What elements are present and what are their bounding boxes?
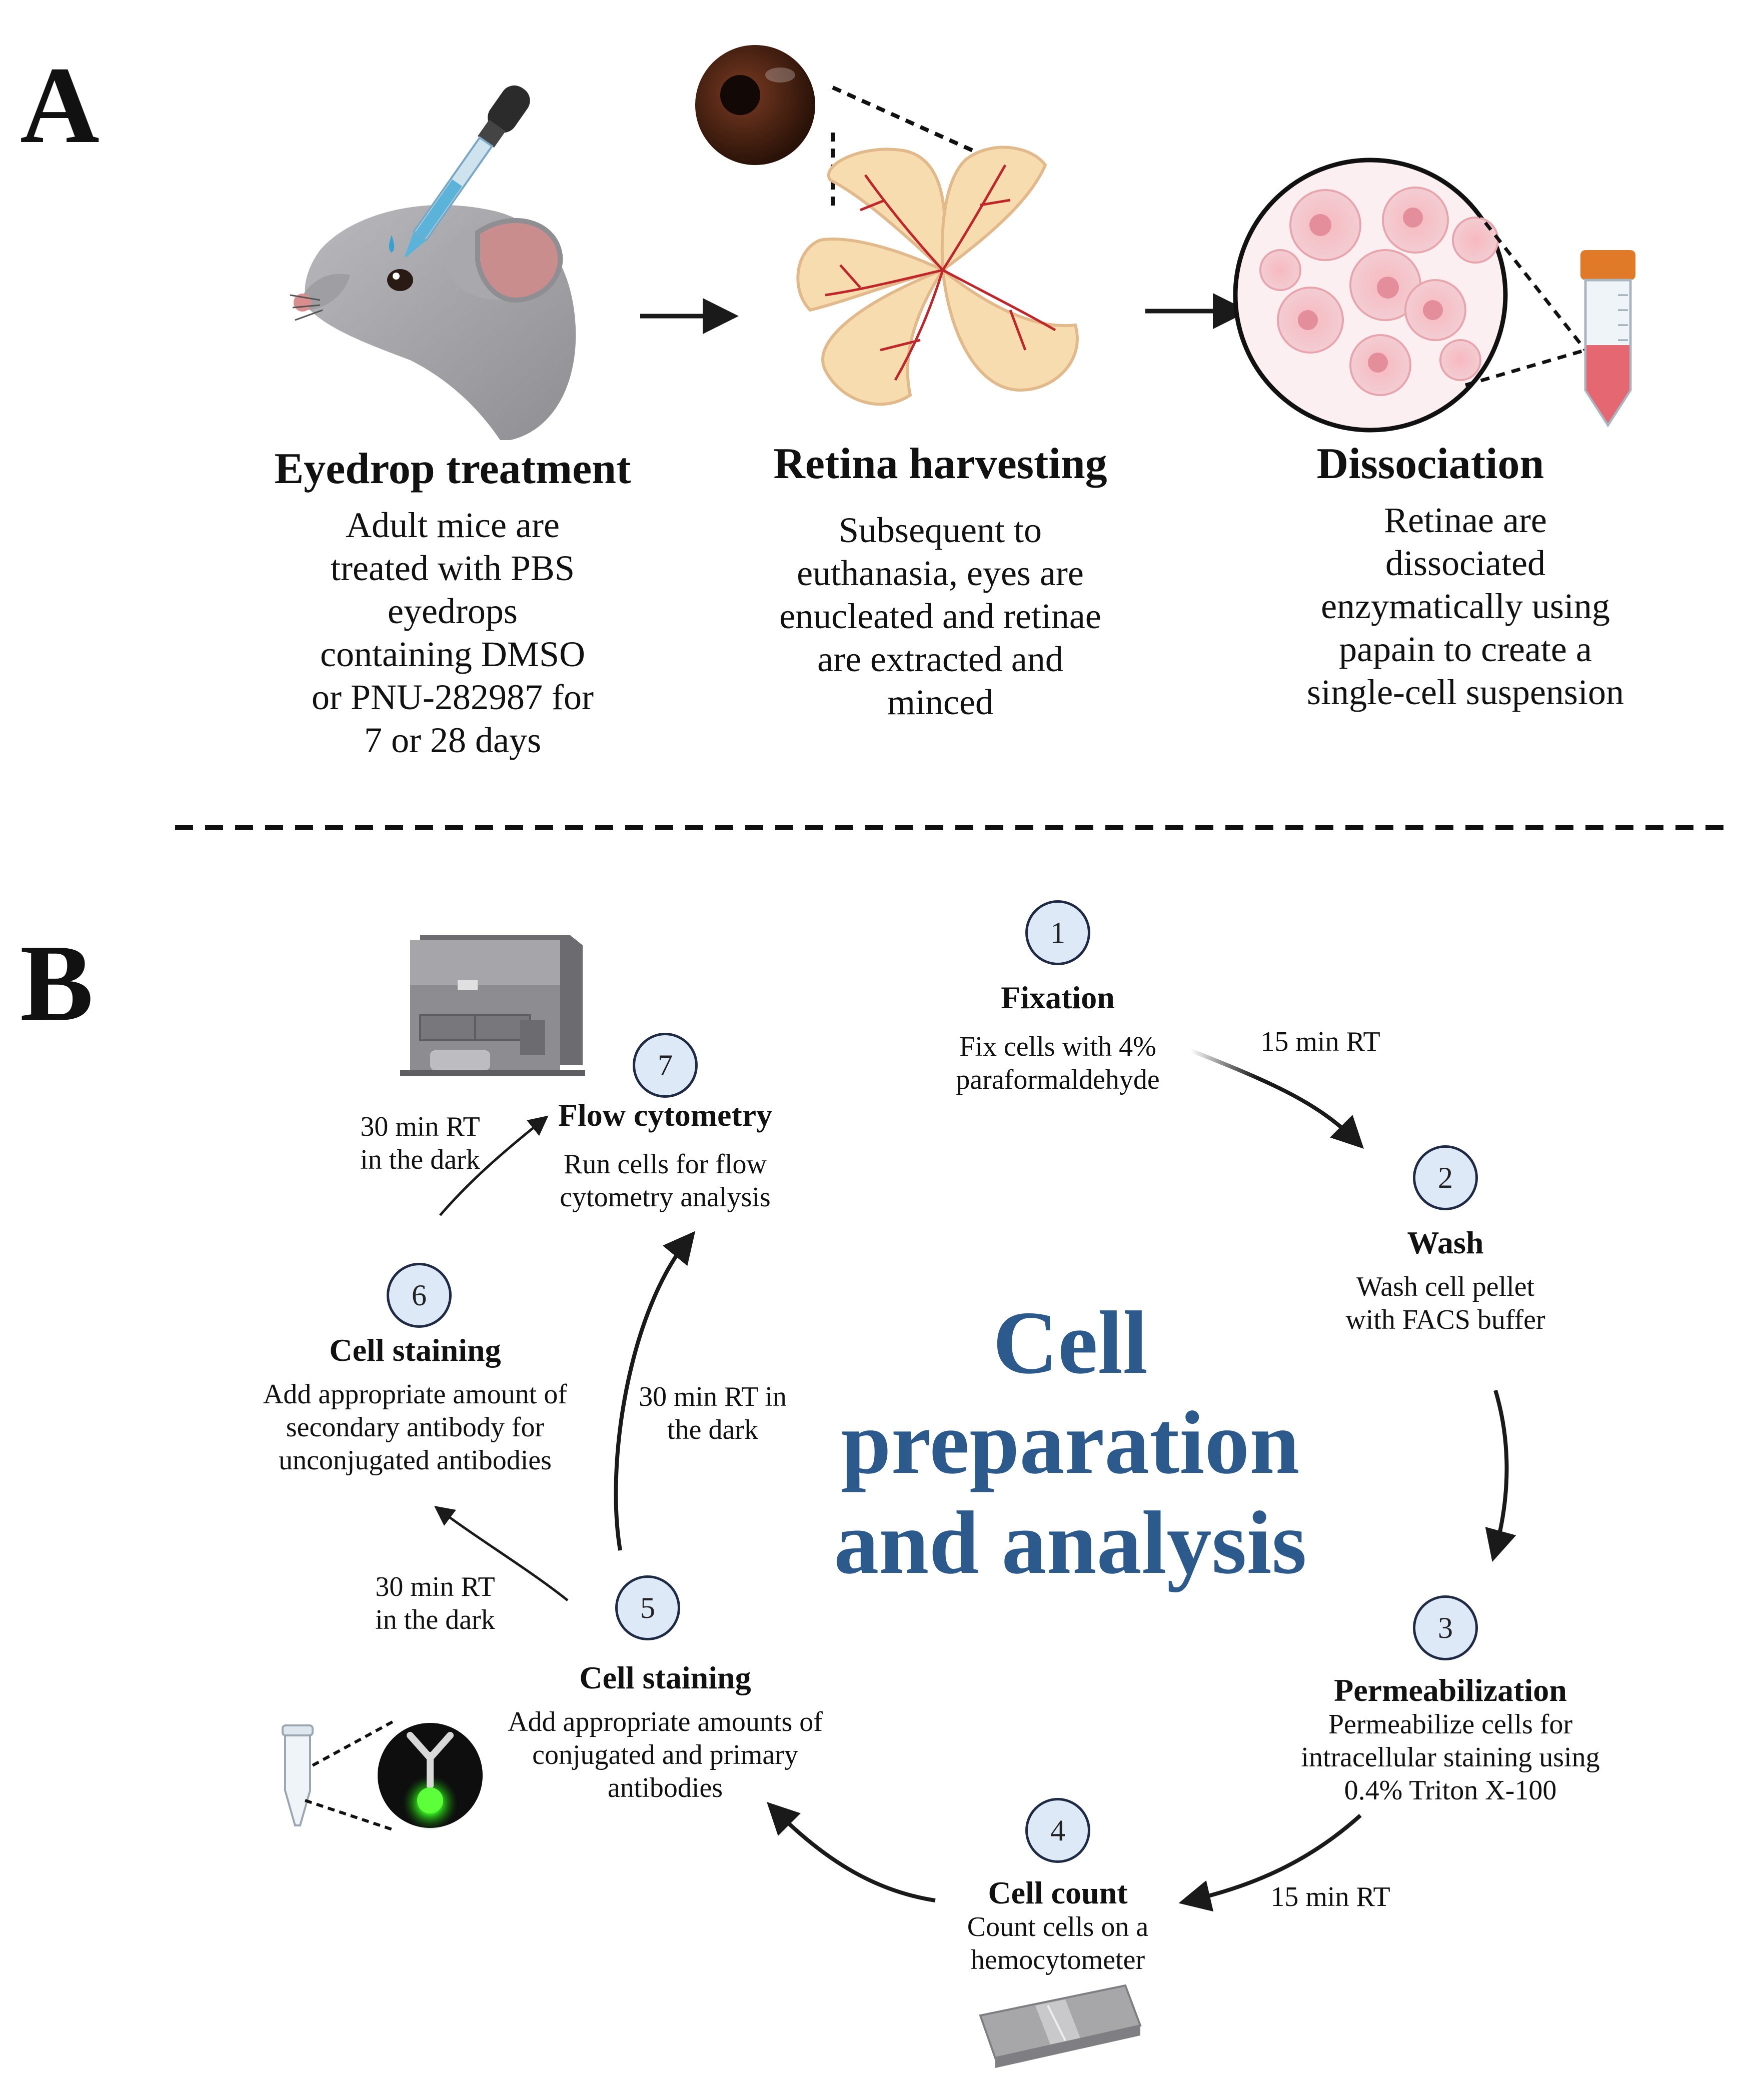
step-number-3: 3 — [1413, 1595, 1478, 1660]
cells-magnified-icon — [1233, 158, 1508, 433]
eppendorf-tube-icon — [282, 1724, 314, 1826]
condition-label-3: 15 min RT — [1270, 1881, 1390, 1912]
step-a-title: Eyedrop treatment — [274, 445, 631, 493]
condition-label-1: 15 min RT — [1260, 1026, 1380, 1057]
flow-cytometer-icon — [400, 935, 585, 1076]
step-b-title: Cell count — [988, 1875, 1128, 1910]
retina-icon — [796, 146, 1079, 406]
cycle-arrows — [434, 1048, 1516, 1912]
hemocytometer-icon — [979, 1984, 1142, 2068]
step-b-description: Fix cells with 4%paraformaldehyde — [956, 1031, 1160, 1096]
panel-label-a: A — [20, 44, 100, 166]
step-b-title: Wash — [1407, 1225, 1484, 1260]
eyeball-icon — [695, 45, 815, 165]
cycle-center-title: Cell preparation and analysis — [834, 1293, 1307, 1592]
step-b-title: Permeabilization — [1334, 1672, 1567, 1708]
step-b-title: Fixation — [1001, 980, 1115, 1015]
antibody-icon — [378, 1723, 483, 1830]
step-b-title: Flow cytometry — [558, 1097, 773, 1133]
step-b-title: Cell staining — [579, 1660, 751, 1695]
step-number-7: 7 — [633, 1033, 698, 1098]
mouse-icon — [290, 85, 576, 440]
step-b-title: Cell staining — [329, 1332, 501, 1368]
step-number-2: 2 — [1413, 1145, 1478, 1210]
step-number-4: 4 — [1025, 1798, 1090, 1863]
panel-label-b: B — [20, 922, 94, 1044]
step-number-6: 6 — [387, 1263, 452, 1328]
step-a-title: Retina harvesting — [773, 440, 1107, 488]
step-number-1: 1 — [1025, 900, 1090, 965]
step-b-fixation: Fixation Fix cells with 4%paraformaldehy… — [895, 980, 1220, 1096]
conical-tube-icon — [1580, 250, 1635, 428]
step-number-5: 5 — [615, 1575, 680, 1640]
step-a-title: Dissociation — [1316, 440, 1544, 488]
step-b-cell-staining-primary: Cell staining Add appropriate amounts of… — [480, 1660, 850, 1804]
